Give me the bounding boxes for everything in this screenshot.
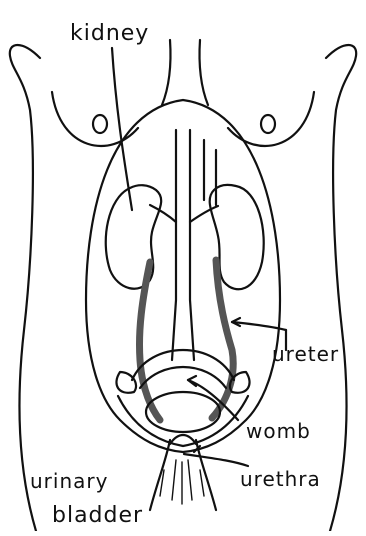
central-vessels — [150, 130, 218, 360]
label-ureter: ureter — [272, 342, 339, 366]
label-kidney: kidney — [70, 21, 149, 46]
body-outline — [10, 40, 356, 531]
label-urinary: urinary — [30, 469, 108, 493]
label-womb: womb — [246, 419, 311, 443]
left-kidney — [106, 185, 161, 289]
label-leaders — [112, 48, 286, 466]
left-ureter — [139, 262, 160, 420]
right-ureter — [212, 260, 233, 418]
label-bladder: bladder — [52, 503, 143, 528]
abdominal-cavity — [86, 100, 280, 452]
label-urethra: urethra — [240, 467, 321, 491]
